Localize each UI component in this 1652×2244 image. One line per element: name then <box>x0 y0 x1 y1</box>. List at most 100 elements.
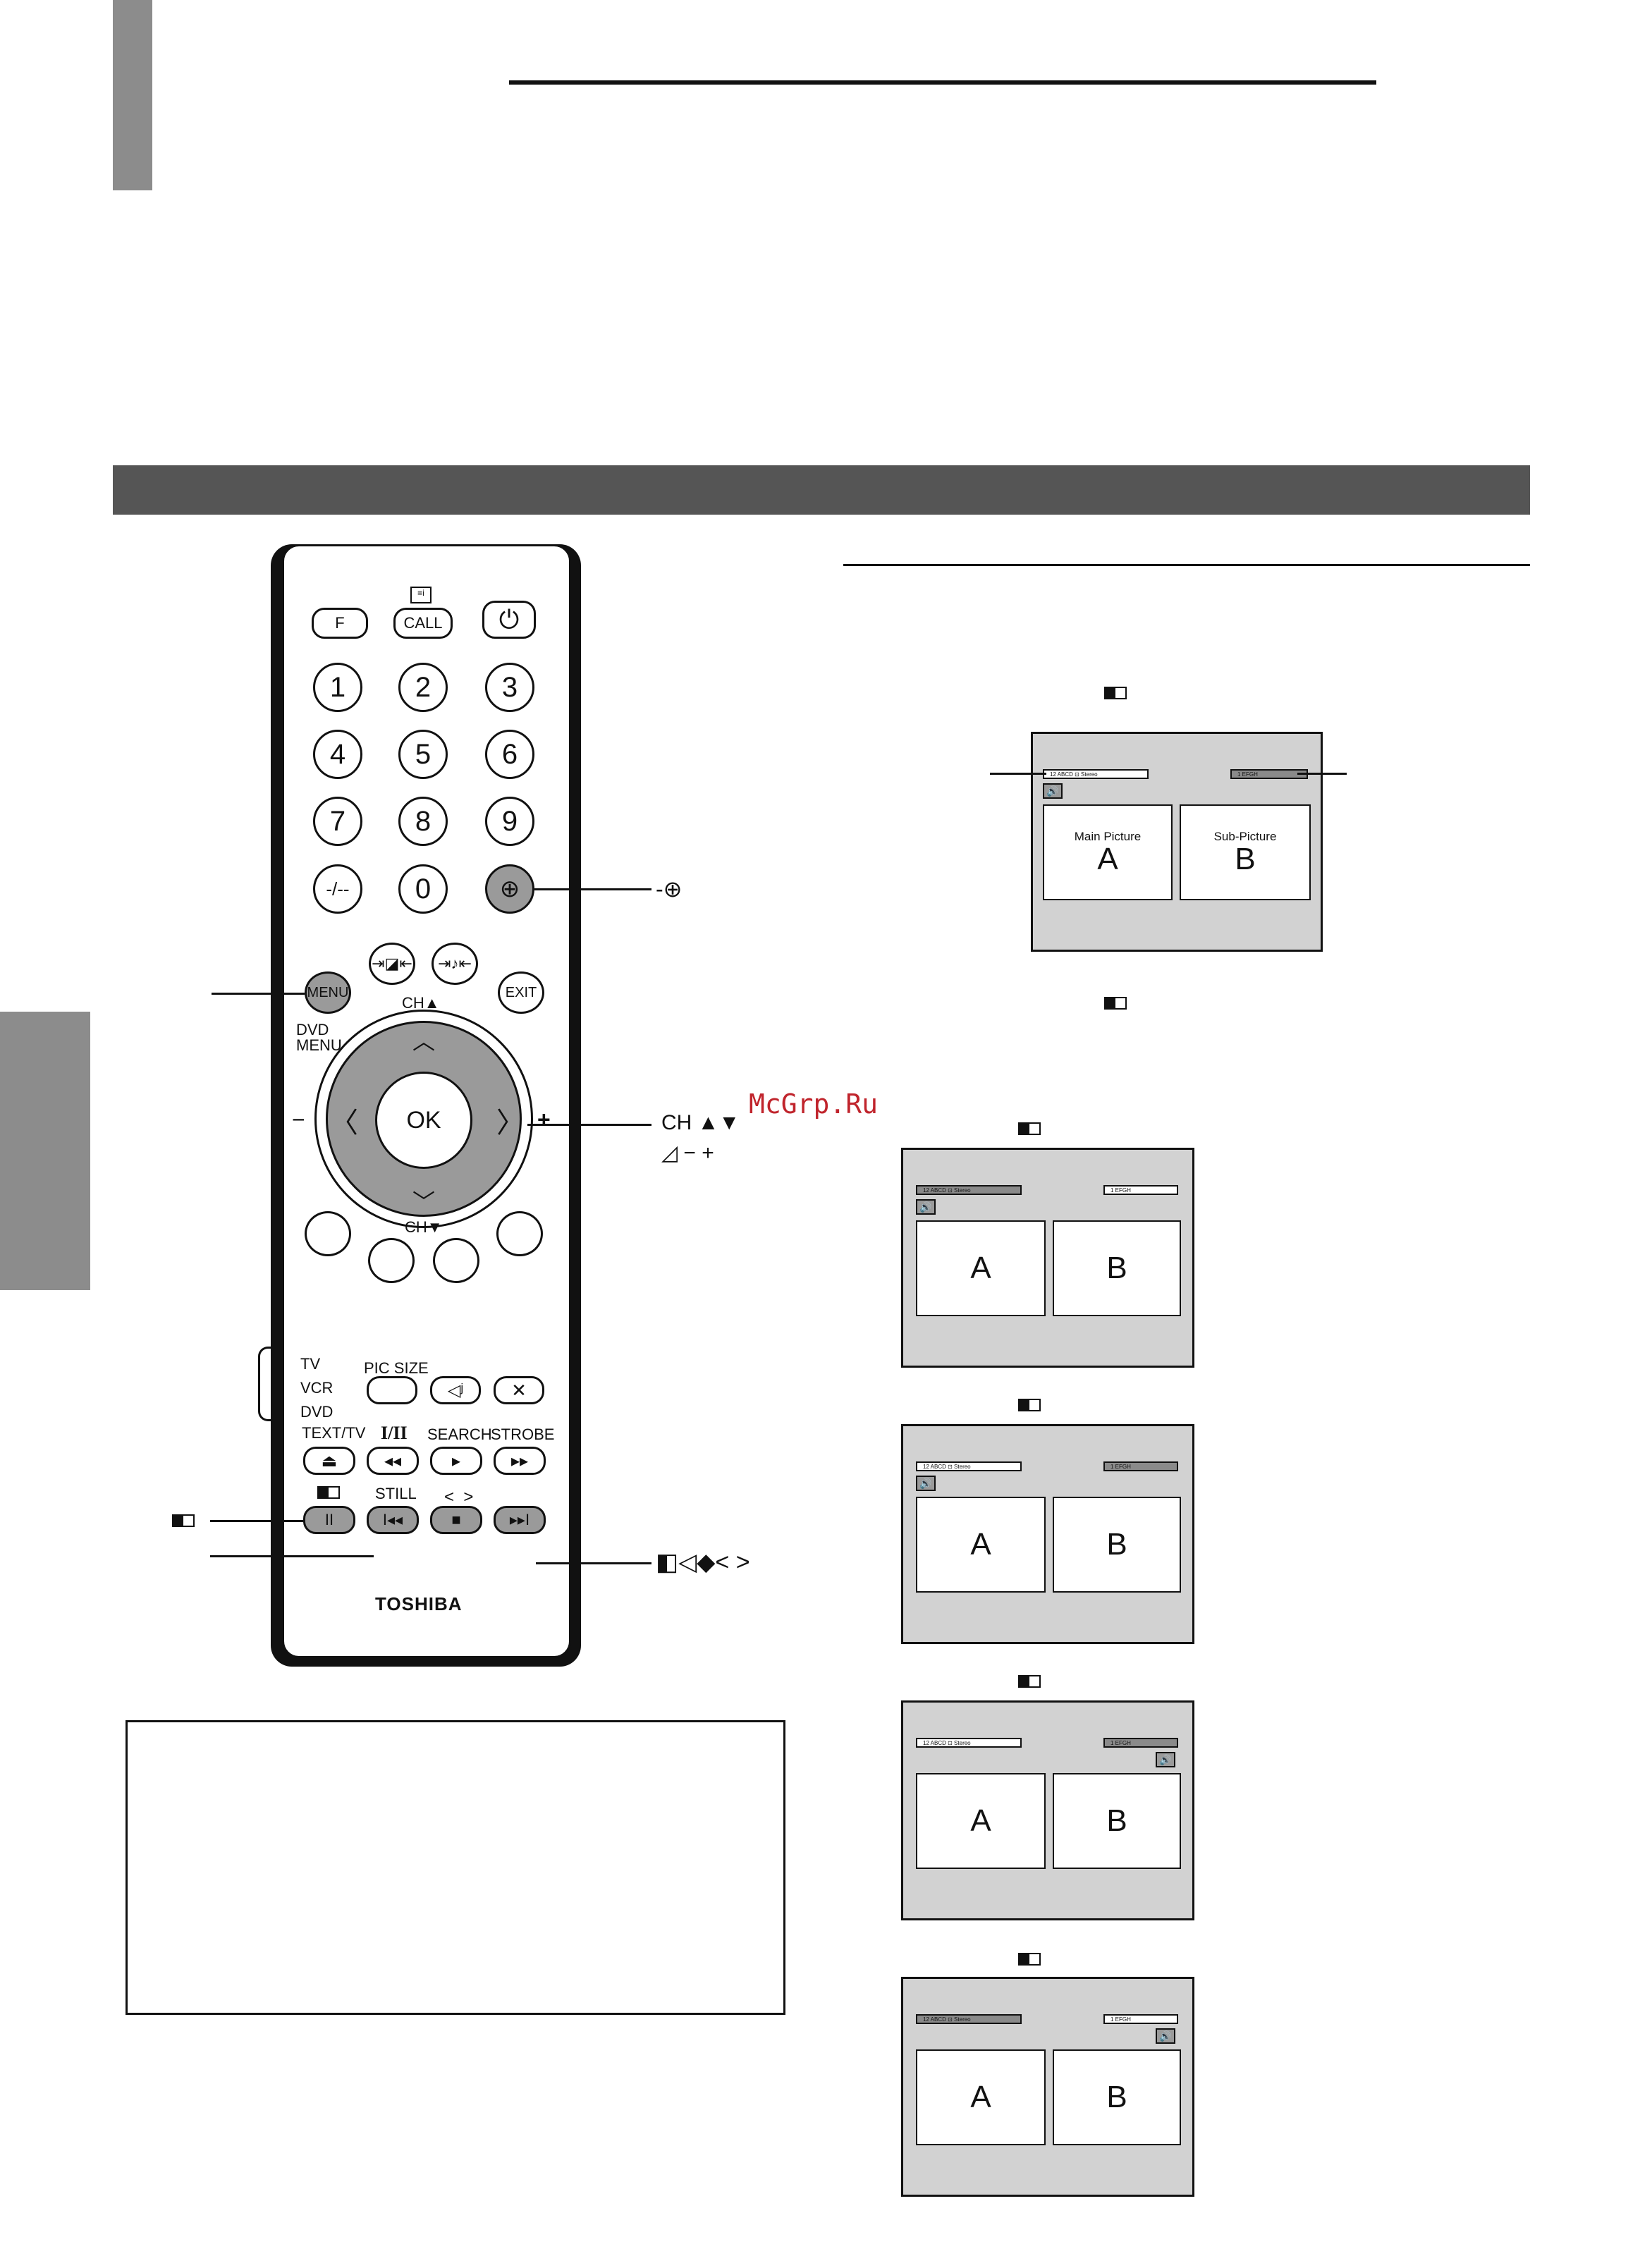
vol-up-button[interactable]: 〉 <box>496 1108 525 1139</box>
sub-picture-caption: Sub-Picture <box>1213 830 1277 843</box>
ok-button[interactable]: OK <box>375 1072 472 1169</box>
pip-step-icon-5 <box>1018 1675 1041 1688</box>
tv-screen-step-3: 12 ABCD ⊡ Stereo 1 EFGH 🔊 A B <box>901 1700 1194 1920</box>
digit-5-button[interactable]: 5 <box>398 730 448 779</box>
top-left-tab <box>113 0 152 190</box>
main-picture: A <box>916 2049 1046 2145</box>
speaker-icon: 🔊 <box>916 1476 936 1491</box>
header-rule <box>509 80 1376 85</box>
stop-button[interactable]: ■ <box>430 1506 482 1534</box>
screen-status-left: 12 ABCD ⊡ Stereo <box>1043 769 1149 779</box>
f-button[interactable]: F <box>312 608 368 639</box>
digit-8-button[interactable]: 8 <box>398 797 448 846</box>
pip-step-icon-2 <box>1104 997 1127 1010</box>
speaker-icon: 🔊 <box>916 1199 936 1215</box>
digit-2-button[interactable]: 2 <box>398 663 448 712</box>
digit-6-button[interactable]: 6 <box>485 730 534 779</box>
screen-status-right: 1 EFGH <box>1230 769 1308 779</box>
screen-status-right: 1 EFGH <box>1103 2014 1178 2024</box>
exit-button[interactable]: EXIT <box>498 971 544 1014</box>
pip-callout-line <box>536 1562 651 1564</box>
fast-forward-button[interactable]: ▸▸ <box>494 1447 546 1475</box>
still-label: STILL <box>375 1485 417 1502</box>
power-button[interactable]: ⏻ <box>482 601 536 639</box>
side-tab <box>0 1012 90 1290</box>
sub-picture: B <box>1053 1220 1181 1316</box>
screen1-callout-left <box>990 773 1046 775</box>
digit-4-button[interactable]: 4 <box>313 730 362 779</box>
screen-status-right: 1 EFGH <box>1103 1738 1178 1748</box>
pip-step-icon-3 <box>1018 1122 1041 1135</box>
main-picture-letter: A <box>970 1803 991 1838</box>
sub-picture-letter: B <box>1106 2080 1127 2114</box>
mode-dvd-label: DVD <box>300 1403 334 1421</box>
screen1-callout-right <box>1297 773 1347 775</box>
rewind-button[interactable]: ◂◂ <box>367 1447 419 1475</box>
teletext-button-4[interactable] <box>496 1211 543 1256</box>
digit-9-button[interactable]: 9 <box>485 797 534 846</box>
digit-3-button[interactable]: 3 <box>485 663 534 712</box>
dash-button[interactable]: -/-- <box>313 864 362 914</box>
screen-status-left: 12 ABCD ⊡ Stereo <box>916 1185 1022 1195</box>
pip-swap-button[interactable]: ⇥◪⇤ <box>369 943 415 985</box>
main-picture-letter: A <box>970 2080 991 2114</box>
input-select-button[interactable]: ⊕ <box>485 864 534 914</box>
pip-audio-button[interactable]: ⇥♪⇤ <box>432 943 478 985</box>
screen-status-left: 12 ABCD ⊡ Stereo <box>916 2014 1022 2024</box>
tv-screen-step-1: 12 ABCD ⊡ Stereo 1 EFGH 🔊 A B <box>901 1148 1194 1368</box>
pause-callout-line <box>210 1520 303 1522</box>
ch-vol-callout-label-2: ◿ − + <box>661 1141 714 1165</box>
text-tv-label: TEXT/TV <box>302 1424 366 1442</box>
vol-plus-label: + <box>537 1107 551 1132</box>
main-picture: A <box>916 1497 1046 1593</box>
pip-step-icon-4 <box>1018 1399 1041 1411</box>
speaker-icon: 🔊 <box>1156 2028 1175 2044</box>
mode-tv-label: TV <box>300 1355 321 1373</box>
vol-minus-label: − <box>292 1107 305 1132</box>
pause-button[interactable]: II <box>303 1506 355 1534</box>
vol-down-button[interactable]: 〈 <box>330 1108 358 1139</box>
strobe-label: STROBE <box>491 1426 555 1443</box>
pip-step-icon-1 <box>1104 687 1127 699</box>
mute-button[interactable]: ✕ <box>494 1376 544 1404</box>
main-picture-letter: A <box>1097 842 1118 876</box>
pause-callout-icon <box>172 1514 195 1527</box>
sub-picture-letter: B <box>1106 1803 1127 1838</box>
sub-picture-letter: B <box>1106 1251 1127 1285</box>
screen-status-right: 1 EFGH <box>1103 1461 1178 1471</box>
skip-forward-button[interactable]: ▸▸I <box>494 1506 546 1534</box>
skip-back-button[interactable]: I◂◂ <box>367 1506 419 1534</box>
tv-screen-step-2: 12 ABCD ⊡ Stereo 1 EFGH 🔊 A B <box>901 1424 1194 1644</box>
sound-mode-button[interactable]: ◁ʲ <box>430 1376 481 1404</box>
dvd-menu-label: DVD MENU <box>296 1021 342 1054</box>
ch-down-button[interactable]: ﹀ <box>412 1189 435 1215</box>
pic-size-button[interactable] <box>367 1376 417 1404</box>
menu-button[interactable]: MENU <box>305 971 351 1014</box>
digit-7-button[interactable]: 7 <box>313 797 362 846</box>
screen-status-left: 12 ABCD ⊡ Stereo <box>916 1738 1022 1748</box>
input-callout-label: -⊕ <box>656 876 683 902</box>
digit-1-button[interactable]: 1 <box>313 663 362 712</box>
tv-screen-main-sub: 12 ABCD ⊡ Stereo 1 EFGH 🔊 Main Picture A… <box>1031 732 1323 952</box>
main-picture: A <box>916 1220 1046 1316</box>
teletext-button-2[interactable] <box>368 1238 415 1283</box>
still-callout-line <box>210 1555 374 1557</box>
teletext-button-1[interactable] <box>305 1211 351 1256</box>
main-picture: Main Picture A <box>1043 804 1173 900</box>
brand-logo: TOSHIBA <box>375 1593 463 1614</box>
transport-arrows-label: < > <box>444 1488 474 1507</box>
note-box <box>126 1720 785 2015</box>
speaker-icon: 🔊 <box>1156 1752 1175 1767</box>
sub-picture: Sub-Picture B <box>1180 804 1311 900</box>
ch-up-button[interactable]: ︿ <box>412 1029 435 1054</box>
eject-button[interactable]: ⏏ <box>303 1447 355 1475</box>
call-button[interactable]: CALL <box>393 608 453 639</box>
speaker-icon: 🔊 <box>1043 783 1063 799</box>
play-button[interactable]: ▸ <box>430 1447 482 1475</box>
digit-0-button[interactable]: 0 <box>398 864 448 914</box>
pip-callout-label: ◧◁◆< > <box>656 1549 750 1576</box>
teletext-button-3[interactable] <box>433 1238 479 1283</box>
teletext-icon: ≡i <box>410 587 432 603</box>
screen-status-right: 1 EFGH <box>1103 1185 1178 1195</box>
